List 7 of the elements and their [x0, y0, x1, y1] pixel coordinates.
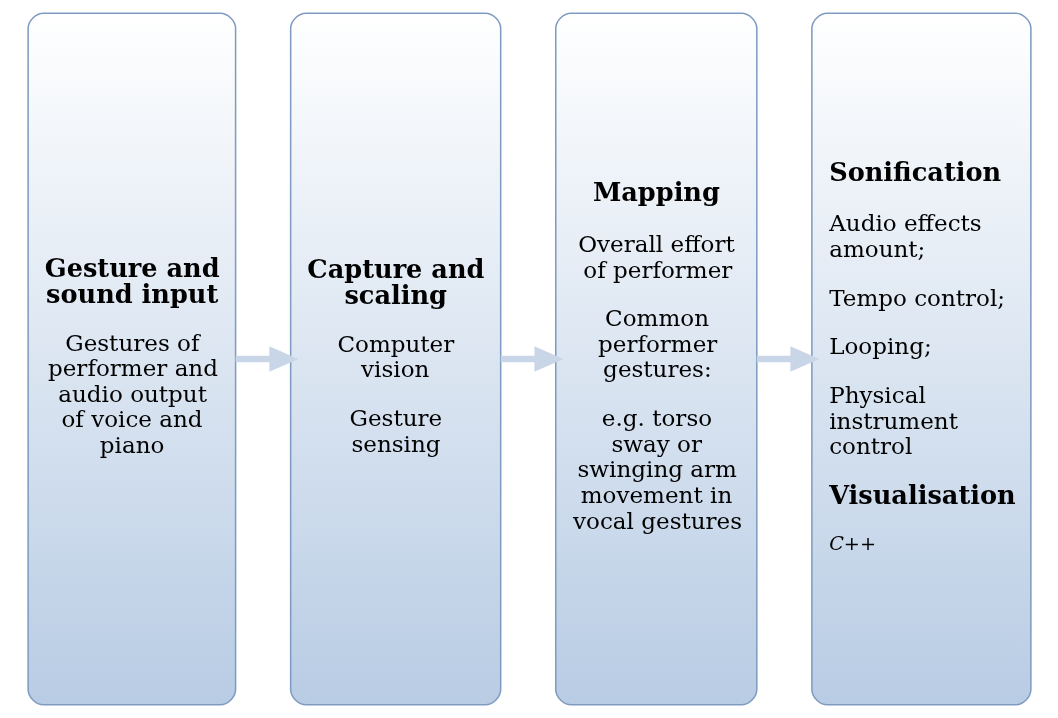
arrow	[235, 346, 298, 372]
node-box: Gesture and sound input Gestures of performer and audio output of voice and piano	[26, 12, 236, 706]
node-box: Mapping Overall effort of performer Common performer gestures: e.g. torso sway or swinging arm movement in vocal gestures	[554, 12, 758, 706]
arrow	[756, 346, 819, 372]
node-box: Capture and scaling Computer vision Gesture sensing	[289, 12, 501, 706]
arrow	[500, 346, 564, 372]
node-box: Sonification Audio effects amount; Tempo control; Looping; Physical instrument control Visualisation C++	[810, 12, 1032, 706]
